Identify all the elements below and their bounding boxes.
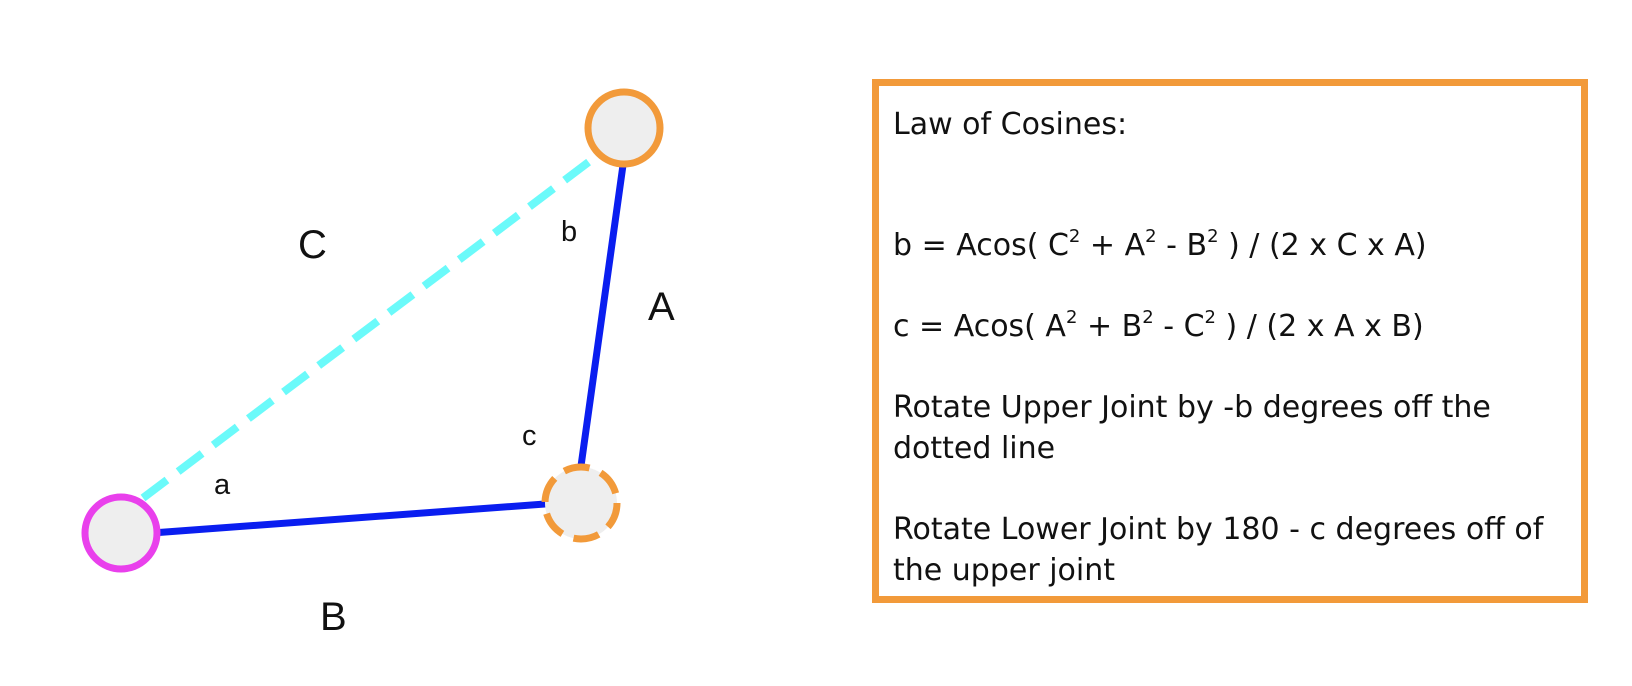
upper-joint[interactable] — [584, 88, 664, 168]
angle-label-c: c — [522, 420, 537, 452]
panel-title: Law of Cosines: — [893, 107, 1128, 142]
arm-diagram: C A B b c a — [81, 88, 675, 639]
side-label-c: C — [298, 223, 327, 267]
bone-b — [148, 500, 549, 537]
angle-label-a: a — [214, 469, 231, 501]
formula-c: c = Acos( A2 + B2 - C2 ) / (2 x A x B) — [893, 307, 1424, 345]
law-of-cosines-panel: Law of Cosines: b = Acos( C2 + A2 - B2 )… — [872, 79, 1588, 603]
side-label-b: B — [320, 595, 347, 639]
base-joint[interactable] — [81, 493, 161, 573]
formula-b: b = Acos( C2 + A2 - B2 ) / (2 x C x A) — [893, 226, 1427, 264]
side-label-a: A — [648, 285, 675, 329]
step-lower-joint: Rotate Lower Joint by 180 - c degrees of… — [893, 512, 1544, 588]
step-upper-joint: Rotate Upper Joint by -b degrees off the… — [893, 390, 1491, 466]
reach-line-c — [140, 148, 605, 502]
lower-joint[interactable] — [541, 463, 621, 543]
angle-label-b: b — [561, 216, 577, 248]
bone-a — [577, 154, 628, 470]
